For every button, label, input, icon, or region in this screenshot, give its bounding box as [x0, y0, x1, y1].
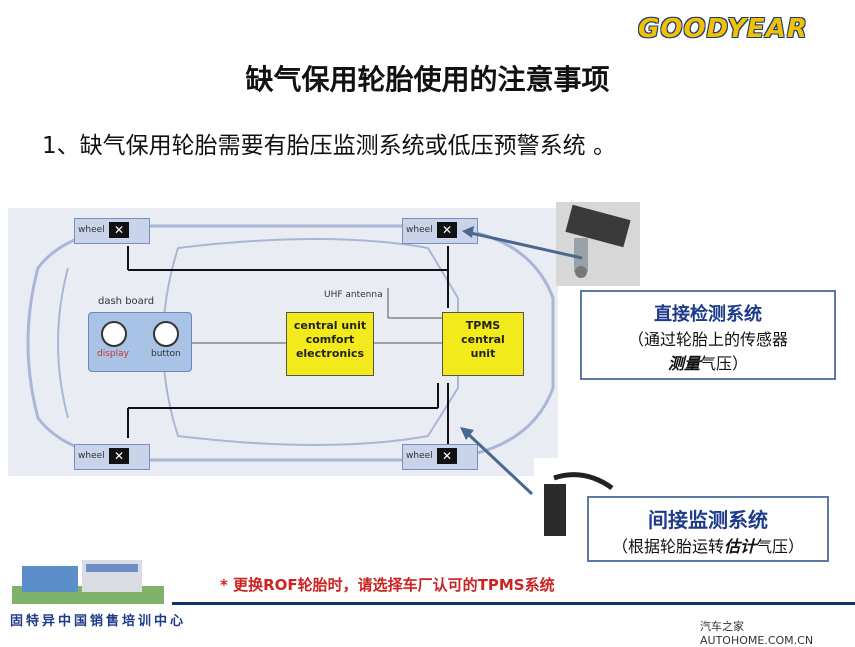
antenna-label: UHF antenna: [324, 290, 383, 300]
rof-tpms-note: * 更换ROF轮胎时，请选择车厂认可的TPMS系统: [220, 576, 555, 594]
sensor-x-icon: ✕: [109, 222, 129, 238]
indirect-detection-line: （根据轮胎运转估计气压）: [589, 533, 827, 557]
tpms-central-unit-box: TPMS central unit: [442, 312, 524, 376]
training-center-building-image: [12, 556, 164, 604]
indirect-suffix: 气压）: [756, 537, 805, 556]
direct-detection-callout: 直接检测系统 （通过轮胎上的传感器 测量气压）: [580, 290, 836, 380]
wheel-sensor-front-right: wheel ✕: [402, 218, 478, 244]
arrow-head-icon: [460, 427, 474, 440]
wheel-sensor-rear-right: wheel ✕: [402, 444, 478, 470]
sensor-x-icon: ✕: [109, 448, 129, 464]
direct-detection-line1: （通过轮胎上的传感器: [627, 330, 788, 349]
button-label: button: [151, 349, 181, 359]
goodyear-logo: GOODYEAR: [638, 14, 808, 44]
tpms-line1: TPMS: [465, 319, 501, 332]
central-unit-line1: central unit: [293, 319, 367, 332]
central-unit-line3: electronics: [295, 347, 365, 360]
sensor-x-icon: ✕: [437, 222, 457, 238]
dash-board-label: dash board: [98, 296, 155, 307]
indirect-emph: 估计: [723, 537, 756, 556]
indirect-detection-callout: 间接监测系统 （根据轮胎运转估计气压）: [587, 496, 829, 562]
indirect-prefix: （根据轮胎运转: [611, 537, 724, 556]
indirect-detection-heading: 间接监测系统: [648, 508, 768, 532]
training-center-name: 固特异中国销售培训中心: [10, 614, 187, 629]
direct-detection-emph: 测量: [667, 354, 700, 373]
sensor-x-icon: ✕: [437, 448, 457, 464]
button-gauge-icon: [153, 321, 179, 347]
dash-board-panel: display button: [88, 312, 192, 372]
central-unit-box: central unit comfort electronics: [286, 312, 374, 376]
slide-title: 缺气保用轮胎使用的注意事项: [245, 63, 610, 96]
wheel-label: wheel: [406, 451, 433, 461]
direct-detection-rest: 气压）: [700, 354, 749, 373]
wheel-sensor-front-left: wheel ✕: [74, 218, 150, 244]
display-gauge-icon: [101, 321, 127, 347]
direct-detection-heading: 直接检测系统: [654, 304, 762, 325]
wheel-label: wheel: [406, 225, 433, 235]
tire-pressure-sensor-image: [556, 202, 640, 286]
central-unit-line2: comfort: [305, 333, 355, 346]
arrow-head-icon: [462, 226, 474, 238]
footer-divider: [172, 602, 855, 605]
pressure-sensor-icon: [565, 204, 631, 278]
building-icon: [12, 560, 164, 604]
tpms-line2: central: [461, 333, 505, 346]
wheel-label: wheel: [78, 451, 105, 461]
bullet-point-1: 1、缺气保用轮胎需要有胎压监测系统或低压预警系统 。: [42, 133, 616, 159]
wheel-sensor-rear-left: wheel ✕: [74, 444, 150, 470]
tpms-line3: unit: [470, 347, 496, 360]
direct-detection-line2: 测量气压）: [582, 350, 834, 374]
display-label: display: [97, 349, 129, 359]
wheel-label: wheel: [78, 225, 105, 235]
autohome-watermark: 汽车之家 AUTOHOME.COM.CN: [700, 620, 814, 647]
speed-sensor-icon: [544, 472, 614, 536]
